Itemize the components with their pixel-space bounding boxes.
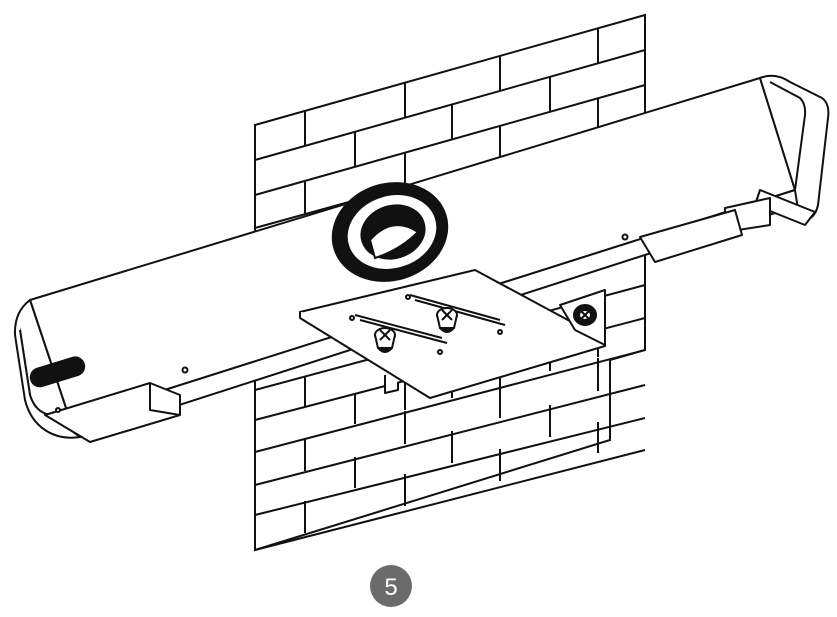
- screw-icon: [374, 304, 597, 353]
- camera-lens-icon: [331, 182, 449, 282]
- step-badge: 5: [370, 565, 412, 607]
- step-badge-circle: [370, 565, 412, 607]
- step-number: 5: [384, 574, 397, 601]
